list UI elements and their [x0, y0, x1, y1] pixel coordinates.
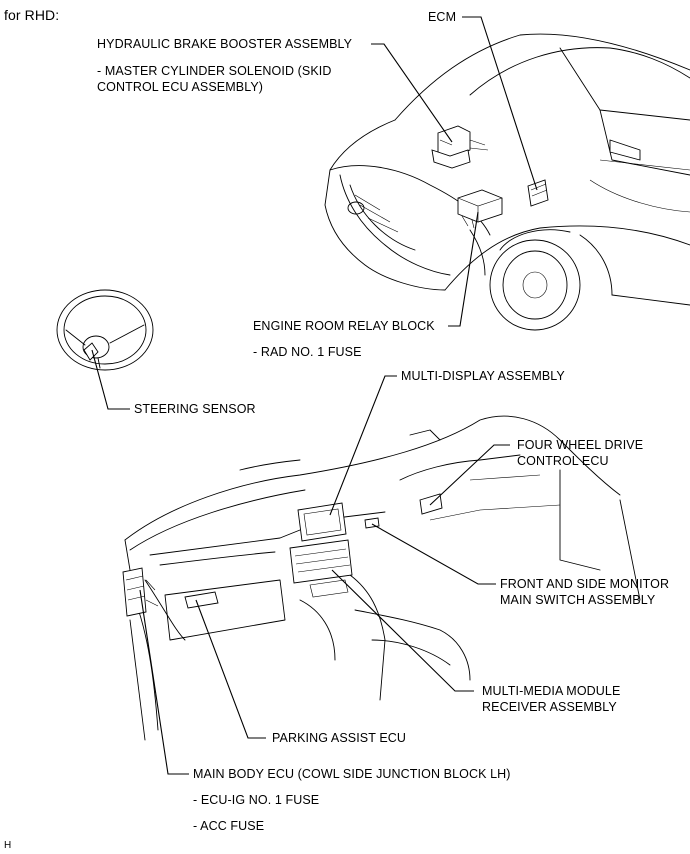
label-main-body-ecu: MAIN BODY ECU (COWL SIDE JUNCTION BLOCK … [193, 767, 511, 781]
label-monitor-switch-line-1: FRONT AND SIDE MONITOR [500, 577, 670, 591]
label-monitor-switch-line-2: MAIN SWITCH ASSEMBLY [500, 593, 656, 607]
label-main-body-sub-2: - ACC FUSE [193, 819, 265, 833]
label-brake-booster-sub-1: - MASTER CYLINDER SOLENOID (SKID [97, 64, 332, 78]
label-brake-booster: HYDRAULIC BRAKE BOOSTER ASSEMBLY [97, 37, 353, 51]
label-ecm: ECM [428, 10, 457, 24]
label-four-wd-line-1: FOUR WHEEL DRIVE [517, 438, 644, 452]
steering-wheel-illustration [56, 289, 154, 371]
center-console-part [289, 539, 353, 598]
dashboard-illustration [124, 415, 641, 741]
label-main-body-sub-1: - ECU-IG NO. 1 FUSE [193, 793, 320, 807]
label-four-wd-line-2: CONTROL ECU [517, 454, 609, 468]
label-multimedia-line-1: MULTI-MEDIA MODULE [482, 684, 621, 698]
vehicle-front-illustration [324, 33, 690, 331]
brake-booster-part [431, 125, 489, 169]
label-multimedia-line-2: RECEIVER ASSEMBLY [482, 700, 617, 714]
footer-mark: H [4, 840, 12, 851]
header-variant: for RHD: [4, 7, 60, 23]
label-brake-booster-sub-2: CONTROL ECU ASSEMBLY) [97, 80, 264, 94]
relay-block-part [457, 189, 503, 229]
leader-lines [91, 16, 538, 775]
main-body-ecu-part [122, 567, 159, 617]
label-multi-display: MULTI-DISPLAY ASSEMBLY [401, 369, 565, 383]
label-steering-sensor: STEERING SENSOR [134, 402, 256, 416]
label-parking-assist: PARKING ASSIST ECU [272, 731, 407, 745]
label-relay-block-sub: - RAD NO. 1 FUSE [253, 345, 362, 359]
ecm-part [527, 179, 549, 207]
parking-assist-ecu-part [184, 591, 219, 609]
multi-display-part [297, 502, 347, 542]
label-relay-block: ENGINE ROOM RELAY BLOCK [253, 319, 435, 333]
